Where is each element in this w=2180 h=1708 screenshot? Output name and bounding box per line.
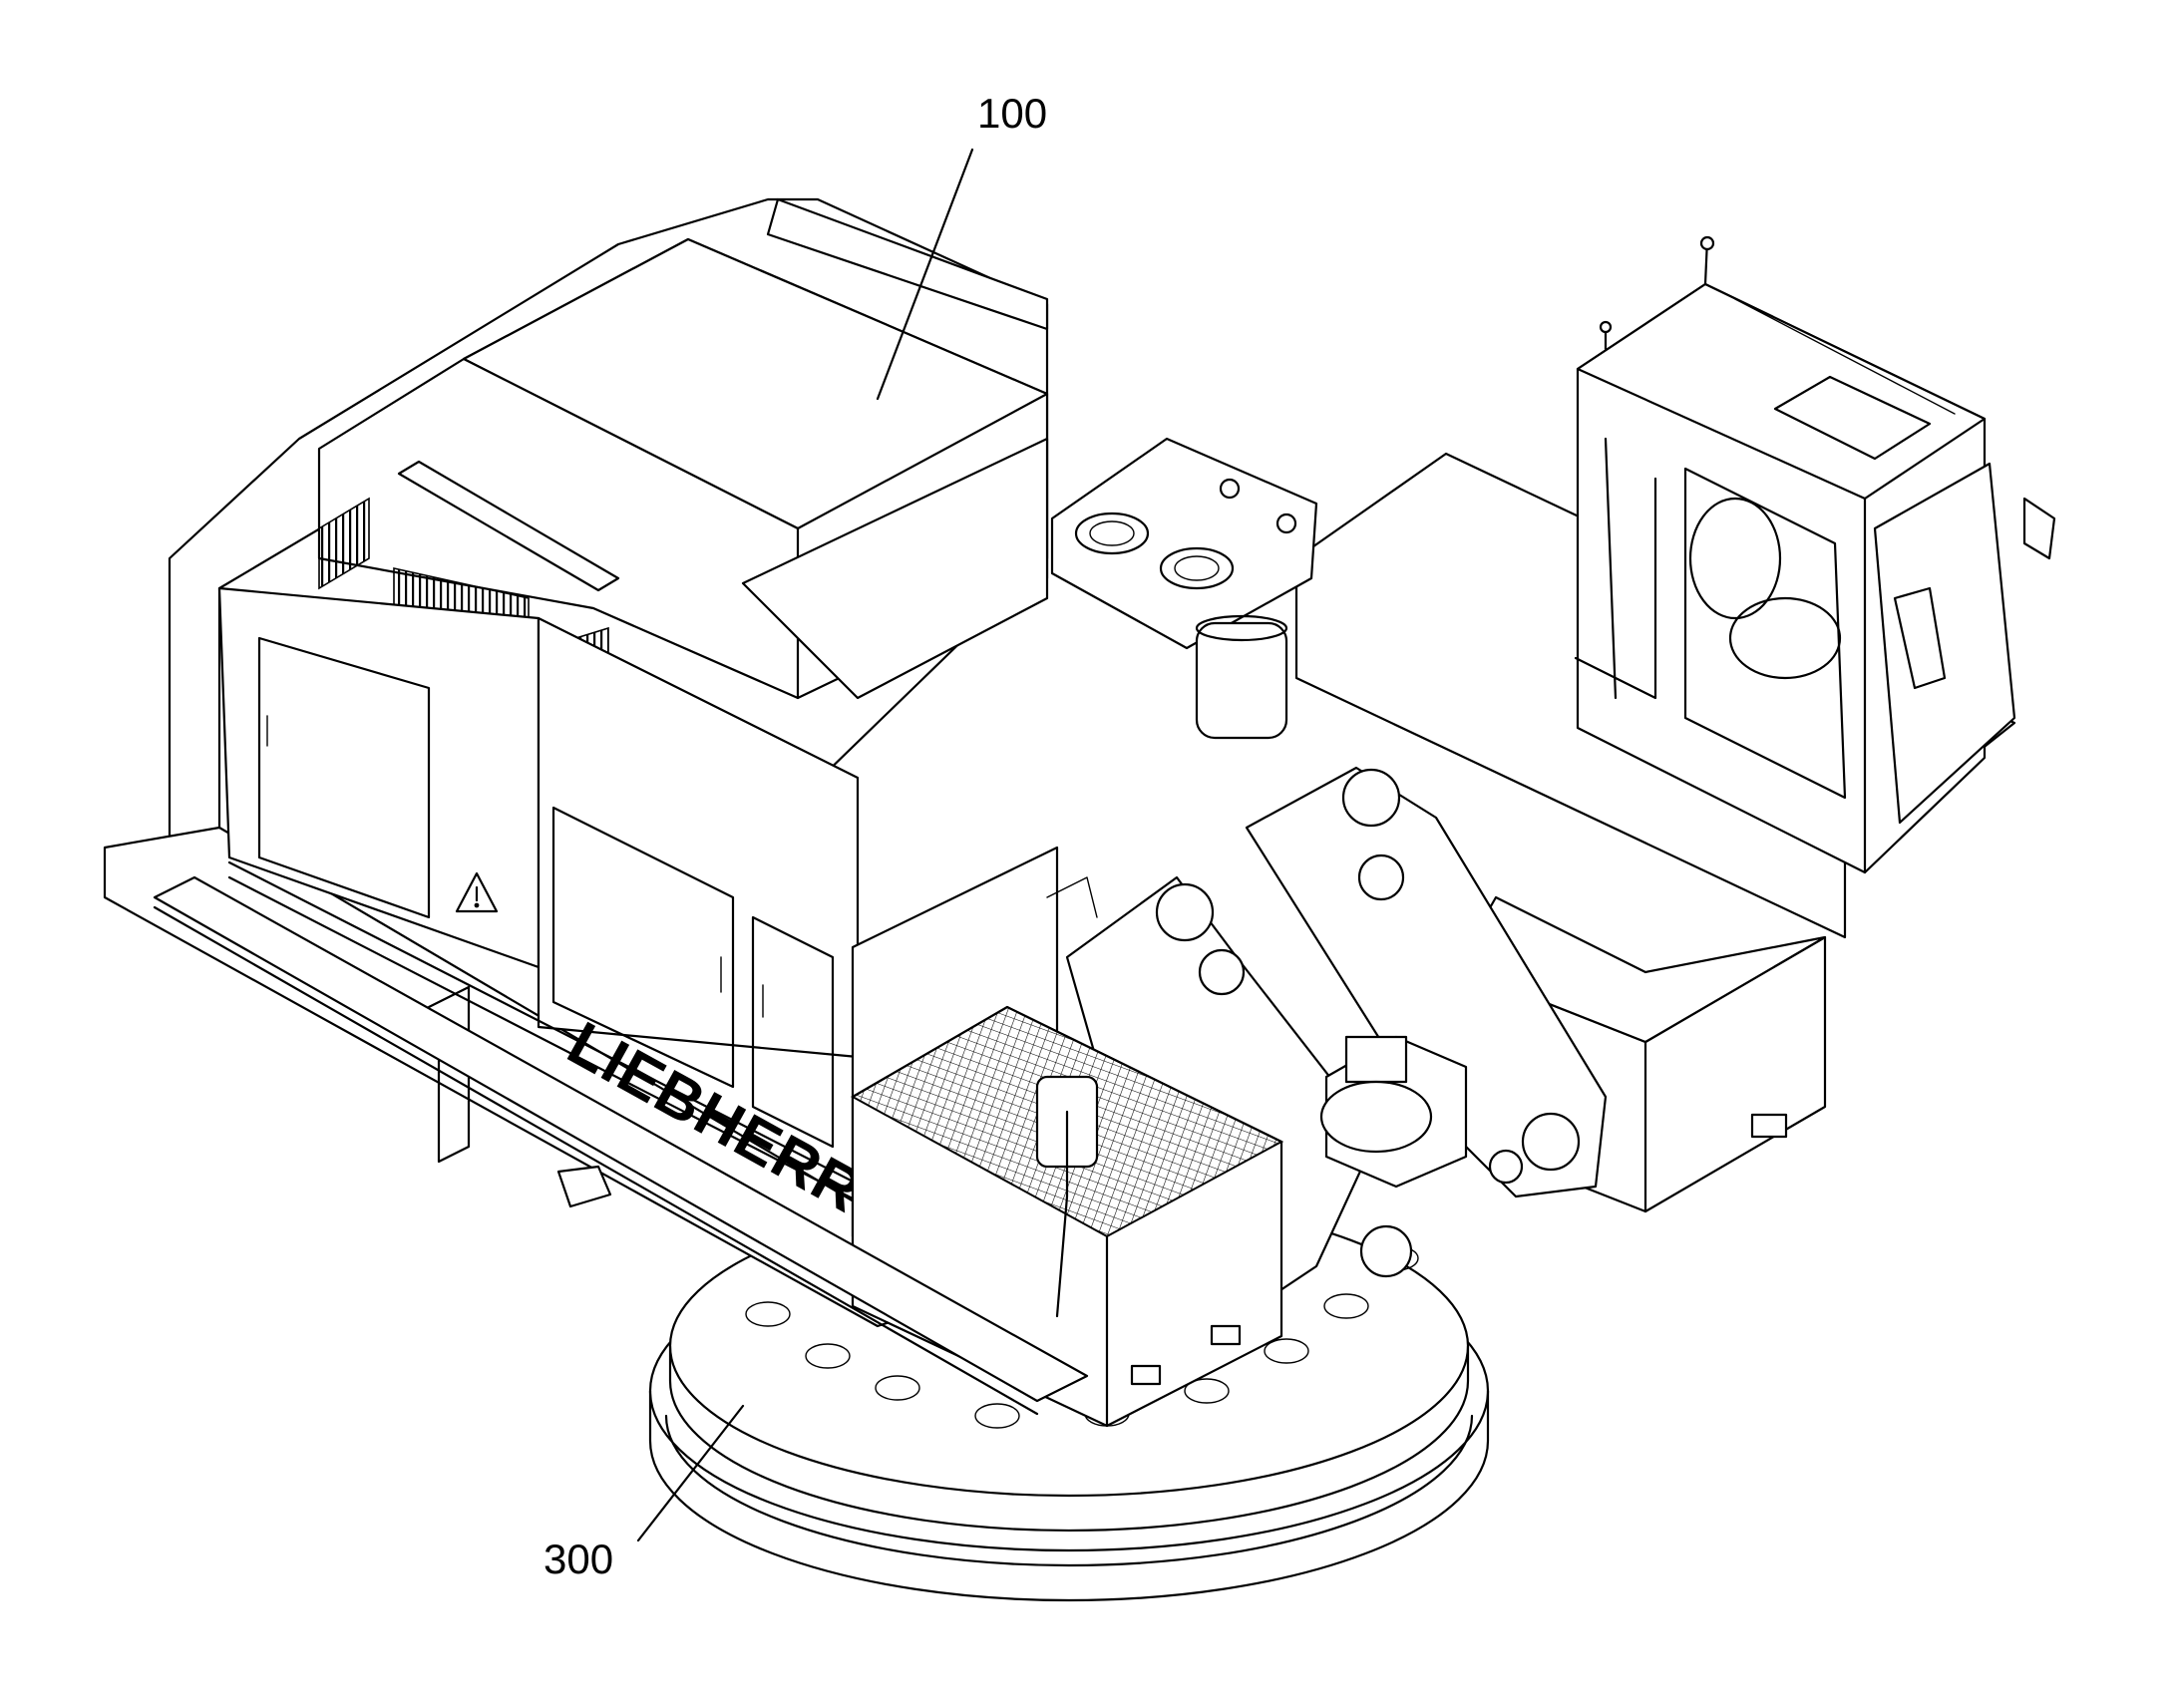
leader-lines: [636, 148, 974, 1542]
top-panel: [1050, 437, 1318, 740]
label-upper-carriage: 100: [977, 90, 1047, 137]
boom-pivot: [1046, 766, 1608, 1308]
label-slewing-ring: 300: [544, 1536, 613, 1582]
walkway: [153, 875, 1089, 1416]
warning-triangle-icon: [455, 871, 499, 913]
bolt-holes: [745, 1245, 1419, 1429]
operator-cab: [1574, 235, 2056, 874]
